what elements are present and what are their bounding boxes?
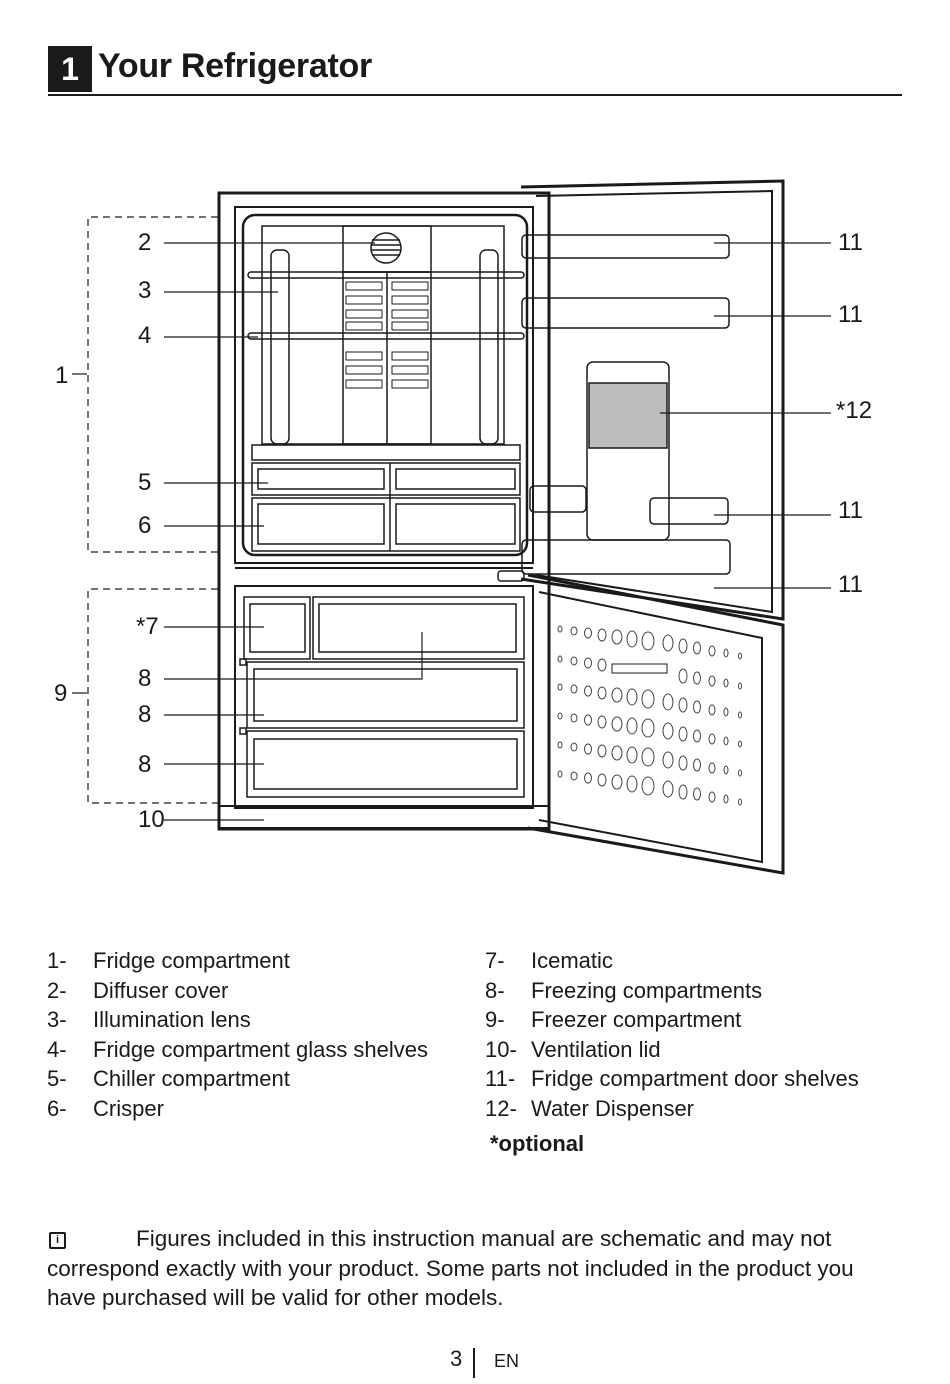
callout-8c: 8 <box>138 751 151 778</box>
callout-11c: 11 <box>838 497 863 524</box>
legend-item: 2-Diffuser cover <box>47 977 229 1003</box>
info-icon: i <box>49 1232 66 1249</box>
callout-7: *7 <box>136 613 159 640</box>
door-shelf-3b <box>649 497 729 525</box>
page-number: 3 <box>450 1346 463 1371</box>
section-header: 1 Your Refrigerator <box>48 46 902 96</box>
legend-item: 5-Chiller compartment <box>47 1066 290 1092</box>
callout-9: 9 <box>54 680 67 707</box>
door-shelf-1 <box>521 234 730 259</box>
legend-item: 6-Crisper <box>47 1095 164 1121</box>
legend-item: 10-Ventilation lid <box>485 1036 661 1062</box>
crisper <box>251 497 521 552</box>
freezer-interior <box>234 585 534 809</box>
optional-note: *optional <box>490 1131 585 1156</box>
legend-item: 1-Fridge compartment <box>47 948 290 973</box>
legend-item: 8-Freezing compartments <box>485 977 763 1003</box>
control-panel <box>497 570 525 582</box>
callout-10: 10 <box>138 806 165 833</box>
freezing-drawer-3 <box>246 730 525 798</box>
legend-item: 3-Illumination lens <box>47 1007 251 1033</box>
freezer-bracket <box>87 588 218 804</box>
callout-2: 2 <box>138 229 151 256</box>
callout-1: 1 <box>55 362 68 389</box>
section-title: Your Refrigerator <box>98 47 372 85</box>
door-shelf-4 <box>521 539 731 575</box>
fridge-bracket <box>87 216 218 553</box>
callout-6: 6 <box>138 512 151 539</box>
callout-11d: 11 <box>838 571 863 598</box>
section-number: 1 <box>48 46 92 92</box>
legend-item: 9-Freezer compartment <box>485 1007 742 1033</box>
callout-5: 5 <box>138 469 151 496</box>
legend-item: 4-Fridge compartment glass shelves <box>47 1036 429 1062</box>
freezer-door-pattern <box>557 625 742 806</box>
freezing-drawer-1 <box>312 596 525 660</box>
diffuser-grille <box>370 232 402 264</box>
chiller-compartment <box>251 462 521 496</box>
language-code: EN <box>494 1351 520 1371</box>
legend-item: 7-Icematic <box>485 948 613 973</box>
info-note-text: Figures included in this instruction man… <box>47 1226 854 1311</box>
glass-shelf-1 <box>247 271 525 279</box>
freezing-drawer-2 <box>246 661 525 729</box>
glass-shelf-2 <box>247 332 525 340</box>
callout-3: 3 <box>138 277 151 304</box>
callout-12: *12 <box>836 397 872 424</box>
icematic <box>243 596 311 660</box>
callout-8a: 8 <box>138 665 151 692</box>
illumination-lens <box>270 249 290 445</box>
legend-right: 7-Icematic 8-Freezing compartments 9-Fre… <box>485 946 859 1124</box>
door-shelf-2 <box>521 297 730 329</box>
legend-left: 1-Fridge compartment 2-Diffuser cover 3-… <box>47 946 428 1124</box>
callout-11b: 11 <box>838 301 863 328</box>
fridge-interior <box>234 206 534 564</box>
ventilation-lid <box>218 805 550 829</box>
freezer-door <box>527 573 785 875</box>
door-shelf-3 <box>529 485 587 513</box>
callout-8b: 8 <box>138 701 151 728</box>
legend-item: 11-Fridge compartment door shelves <box>485 1066 859 1092</box>
refrigerator-diagram: 2 3 4 1 5 6 *7 8 9 8 8 10 11 11 *12 11 1… <box>54 179 872 875</box>
callout-4: 4 <box>138 322 151 349</box>
water-dispenser <box>586 361 670 541</box>
footer-divider <box>473 1348 475 1378</box>
legend-item: 12-Water Dispenser <box>485 1095 695 1121</box>
callout-11a: 11 <box>838 229 863 256</box>
